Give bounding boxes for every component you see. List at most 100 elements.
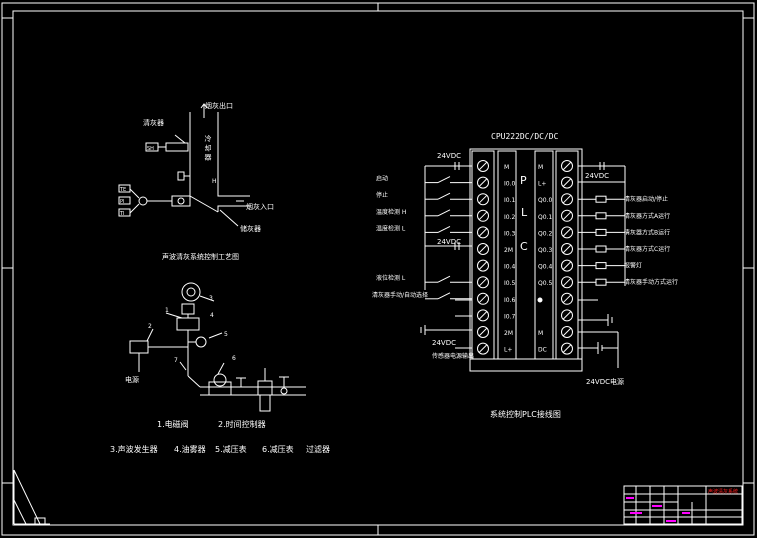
input-pin-label: I0.6 bbox=[504, 297, 515, 304]
input-pin-label: M bbox=[504, 164, 509, 171]
input-terminal bbox=[477, 259, 489, 272]
output-terminal bbox=[561, 276, 573, 289]
input-terminal bbox=[477, 326, 489, 338]
load-coil bbox=[595, 278, 607, 286]
num-4: 4 bbox=[210, 312, 214, 319]
output-terminal bbox=[561, 326, 573, 338]
legend-2: 2.时间控制器 bbox=[218, 419, 266, 429]
input-label: 温度检测 H bbox=[376, 208, 406, 216]
caption-plc: 系统控制PLC接线图 bbox=[490, 409, 561, 419]
output-label: 清灰器手动方式运行 bbox=[624, 278, 678, 286]
ucs-icon bbox=[13, 469, 50, 525]
output-pin-label: Q0.2 bbox=[538, 230, 552, 237]
output-pin-label: Q0.5 bbox=[538, 280, 552, 287]
num-3: 3 bbox=[209, 295, 213, 302]
supply-right-top: 24VDC bbox=[585, 172, 609, 180]
output-terminals bbox=[561, 160, 573, 355]
plc-letter-p: P bbox=[520, 174, 527, 187]
num-6: 6 bbox=[232, 355, 236, 362]
output-pin-label: M bbox=[538, 330, 543, 337]
output-terminal bbox=[561, 226, 573, 239]
process-diagram bbox=[118, 103, 250, 227]
output-label: 清灰器方式B运行 bbox=[624, 228, 670, 236]
input-terminal bbox=[477, 309, 489, 322]
output-pin-label: Q0.3 bbox=[538, 247, 552, 254]
switch-contact bbox=[437, 176, 451, 184]
input-pin-label: I0.4 bbox=[504, 264, 515, 271]
output-label: 清灰器启动/停止 bbox=[624, 195, 668, 203]
legend-3: 3.声波发生器 bbox=[110, 444, 158, 454]
tag-ti: TI bbox=[119, 211, 125, 217]
input-label: 停止 bbox=[376, 191, 388, 199]
supply-left-sub: 传感器电源输出 bbox=[432, 352, 474, 360]
output-pin-label: M bbox=[538, 164, 543, 171]
tag-te: TE bbox=[119, 187, 126, 193]
load-coil bbox=[595, 212, 607, 220]
output-labels: 清灰器启动/停止清灰器方式A运行清灰器方式B运行清灰器方式C运行报警灯清灰器手动… bbox=[624, 195, 678, 286]
input-terminal bbox=[477, 176, 489, 189]
switch-contact bbox=[437, 209, 451, 217]
input-pin-label: I0.7 bbox=[504, 313, 515, 320]
input-terminals bbox=[477, 160, 489, 355]
legend-6: 6.减压表 bbox=[262, 444, 294, 454]
num-7: 7 bbox=[174, 357, 178, 364]
supply-right-bottom: 24VDC电源 bbox=[586, 377, 624, 386]
load-coil bbox=[595, 195, 607, 203]
legend-7: 过滤器 bbox=[306, 444, 330, 454]
input-pin-label: I0.2 bbox=[504, 214, 515, 221]
load-coil bbox=[595, 245, 607, 253]
switch-contact bbox=[437, 192, 451, 200]
input-pin-label: I0.0 bbox=[504, 181, 515, 188]
output-pin-label: Q0.0 bbox=[538, 197, 552, 204]
output-terminal bbox=[561, 243, 573, 255]
input-pin-label: I0.1 bbox=[504, 197, 515, 204]
tag-sh: SH bbox=[147, 146, 154, 152]
input-pin-label: 2M bbox=[504, 247, 513, 254]
tag-pi: PI bbox=[120, 199, 125, 205]
pneumatic-diagram bbox=[129, 282, 306, 412]
supply-left-bottom: 24VDC bbox=[432, 339, 456, 347]
plc-body bbox=[469, 148, 583, 372]
output-pin-label: Q0.4 bbox=[538, 264, 552, 271]
input-label: 启动 bbox=[376, 175, 388, 183]
input-pin-label: 2M bbox=[504, 330, 513, 337]
input-terminal bbox=[477, 276, 489, 289]
input-terminal bbox=[477, 243, 489, 255]
output-pin-label: DC bbox=[538, 347, 547, 354]
output-terminal bbox=[561, 193, 573, 206]
input-terminal bbox=[477, 226, 489, 239]
num-1: 1 bbox=[165, 307, 169, 314]
label-inlet: 烟灰入口 bbox=[246, 202, 274, 211]
label-outlet: 烟灰出口 bbox=[205, 101, 233, 110]
output-terminal bbox=[561, 160, 573, 172]
supply-left-mid: 24VDC bbox=[437, 238, 461, 246]
output-wiring bbox=[578, 162, 626, 368]
input-label: 温度检测 L bbox=[376, 224, 406, 232]
switch-contact bbox=[437, 275, 451, 283]
output-pin-label: L+ bbox=[538, 181, 546, 188]
legend-1: 1.电磁阀 bbox=[157, 419, 189, 429]
load-coil bbox=[595, 262, 607, 270]
plc-title: CPU222DC/DC/DC bbox=[491, 132, 559, 141]
supply-left-top: 24VDC bbox=[437, 152, 461, 160]
output-terminal bbox=[561, 342, 573, 355]
input-pin-label: L+ bbox=[504, 347, 512, 354]
title-block-header: 声波清灰系统 bbox=[708, 488, 738, 495]
input-label: 清灰器手动/自动选择 bbox=[372, 291, 428, 299]
input-pin-label: I0.5 bbox=[504, 280, 515, 287]
legend-4: 4.油雾器 bbox=[174, 444, 206, 454]
plc-letter-c: C bbox=[520, 240, 528, 253]
output-label: 报警灯 bbox=[624, 262, 642, 270]
switch-contact bbox=[437, 225, 451, 233]
input-terminal bbox=[477, 342, 489, 355]
output-label: 清灰器方式C运行 bbox=[624, 245, 670, 253]
tag-h: H bbox=[212, 178, 217, 185]
num-2: 2 bbox=[148, 323, 152, 330]
title-block bbox=[623, 485, 743, 525]
load-coil bbox=[595, 228, 607, 236]
legend-5: 5.减压表 bbox=[215, 444, 247, 454]
